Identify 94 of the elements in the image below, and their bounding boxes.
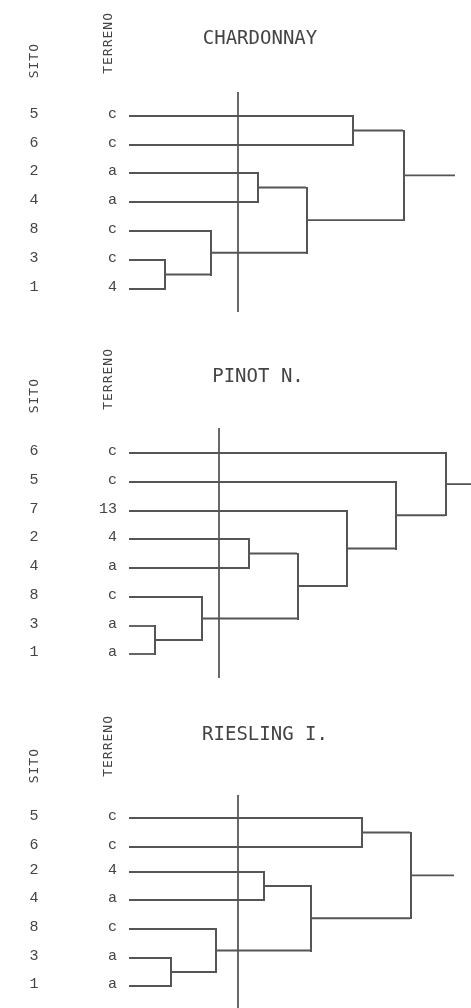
branch-line [128,653,155,655]
site-number: 3 [28,947,40,967]
soil-code: 13 [98,500,118,520]
branch-line [128,567,249,569]
soil-code: c [107,105,118,125]
dendrogram-title: CHARDONNAY [202,26,318,48]
soil-code: a [107,162,118,182]
branch-line [352,129,404,132]
column-header: TERRENO [100,348,116,410]
site-number: 8 [28,220,40,240]
soil-code: 4 [107,861,118,881]
column-header: TERRENO [100,715,116,777]
site-number: 3 [28,249,40,269]
branch-line [445,483,471,486]
branch-line [395,514,446,517]
branch-line [346,547,396,550]
site-number: 4 [28,557,40,577]
branch-line [128,957,171,959]
branch-line [263,885,311,887]
soil-code: c [107,836,118,856]
soil-code: c [107,918,118,938]
site-number: 5 [28,807,40,827]
branch-line [128,259,165,261]
branch-line [128,288,165,290]
branch-line [170,971,216,973]
branch-line [128,817,362,819]
branch-line [128,871,264,873]
site-number: 1 [28,975,40,995]
branch-line [310,917,411,920]
branch-line [128,928,216,930]
column-header: SITO [26,43,42,79]
branch-line [128,510,347,512]
dendrogram-title: RIESLING I. [202,722,328,744]
branch-line [128,115,353,117]
column-header: TERRENO [100,12,116,74]
branch-line [128,172,258,174]
site-number: 7 [28,500,40,520]
site-number: 6 [28,134,40,154]
site-number: 4 [28,191,40,211]
site-number: 6 [28,836,40,856]
soil-code: 4 [107,278,118,298]
soil-code: c [107,442,118,462]
soil-code: c [107,134,118,154]
branch-line [164,273,211,276]
soil-code: a [107,889,118,909]
branch-line [248,552,298,555]
branch-line [128,625,155,627]
column-header: SITO [26,378,42,414]
branch-line [361,831,411,834]
site-number: 4 [28,889,40,909]
branch-line [154,639,202,641]
site-number: 5 [28,471,40,491]
branch-line [257,186,307,189]
soil-code: c [107,471,118,491]
branch-line [297,585,347,587]
branch-line [128,538,249,540]
soil-code: c [107,807,118,827]
branch-line [306,219,404,222]
branch-line [210,251,307,254]
branch-line [128,899,264,901]
soil-code: a [107,615,118,635]
site-number: 2 [28,162,40,182]
site-number: 5 [28,105,40,125]
site-number: 2 [28,861,40,881]
soil-code: c [107,586,118,606]
site-number: 6 [28,442,40,462]
branch-line [128,144,353,146]
branch-line [403,174,456,177]
branch-line [410,874,455,877]
soil-code: c [107,249,118,269]
site-number: 8 [28,586,40,606]
soil-code: 4 [107,528,118,548]
soil-code: a [107,947,118,967]
site-number: 1 [28,278,40,298]
soil-code: a [107,975,118,995]
site-number: 8 [28,918,40,938]
branch-line [128,481,396,483]
soil-code: a [107,643,118,663]
branch-line [215,949,311,952]
branch-line [128,201,258,203]
site-number: 1 [28,643,40,663]
site-number: 3 [28,615,40,635]
branch-line [128,846,362,848]
soil-code: c [107,220,118,240]
column-header: SITO [26,748,42,784]
branch-line [201,617,298,620]
branch-line [128,596,202,598]
soil-code: a [107,191,118,211]
dendrogram-title: PINOT N. [212,364,304,386]
branch-line [128,452,446,454]
site-number: 2 [28,528,40,548]
soil-code: a [107,557,118,577]
branch-line [128,985,171,987]
branch-line [128,230,211,232]
